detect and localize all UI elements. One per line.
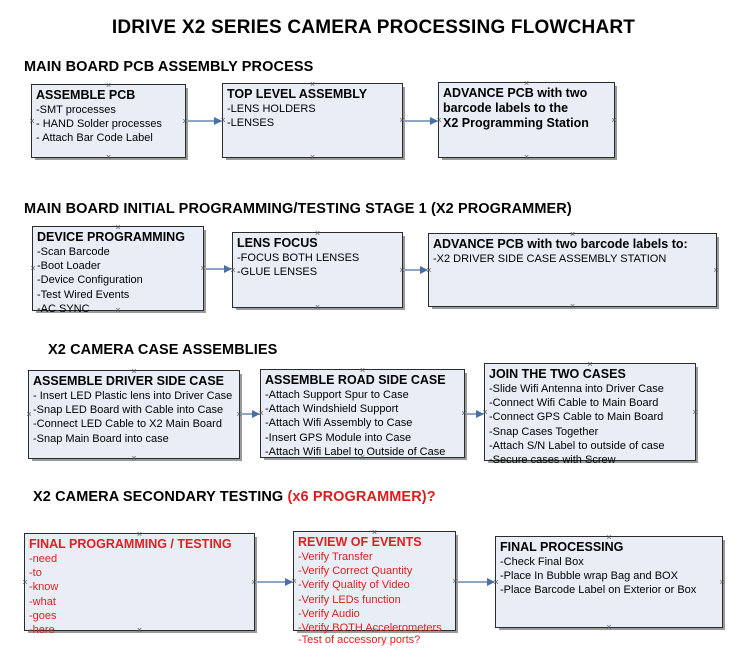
node-item: -what xyxy=(29,595,56,608)
node-item: -here xyxy=(29,624,55,637)
arrow-device-programming-to-lens-focus xyxy=(205,265,232,273)
section-title-main-board-initial-programming: MAIN BOARD INITIAL PROGRAMMING/TESTING S… xyxy=(24,201,572,217)
node-item: -Insert GPS Module into Case xyxy=(265,431,412,444)
node-item: -Snap LED Board with Cable into Case xyxy=(33,404,224,417)
node-lens-focus[interactable]: LENS FOCUS -FOCUS BOTH LENSES -GLUE LENS… xyxy=(232,232,403,308)
arrow-driver-case-to-road-case xyxy=(241,410,260,418)
node-assemble-road-side-case[interactable]: ASSEMBLE ROAD SIDE CASE -Attach Support … xyxy=(260,369,465,458)
node-item: -Attach Wifi Label to Outside of Case xyxy=(265,445,446,458)
connector-handle-bottom[interactable] xyxy=(313,303,322,312)
node-item: barcode labels to the xyxy=(443,101,569,115)
node-item: -SMT processes xyxy=(36,104,116,116)
node-item: -need xyxy=(29,553,58,565)
connector-handle-bottom[interactable] xyxy=(130,454,139,463)
node-item: -Snap Main Board into case xyxy=(33,432,169,445)
section-title-x2-camera-secondary-testing: X2 CAMERA SECONDARY TESTING (x6 PROGRAMM… xyxy=(33,489,436,505)
node-item: -GLUE LENSES xyxy=(237,266,318,279)
node-item: -Verify BOTH Accelerometers xyxy=(298,622,442,635)
node-item: -X2 DRIVER SIDE CASE ASSEMBLY STATION xyxy=(433,253,667,265)
node-advance-pcb-to-driver-side-case[interactable]: ADVANCE PCB with two barcode labels to: … xyxy=(428,233,717,307)
node-item: -Scan Barcode xyxy=(37,246,110,258)
node-header: FINAL PROCESSING xyxy=(500,540,624,554)
node-join-the-two-cases[interactable]: JOIN THE TWO CASES -Slide Wifi Antenna i… xyxy=(484,363,696,466)
node-item: - Insert LED Plastic lens into Driver Ca… xyxy=(33,390,233,402)
arrow-top-level-to-advance-pcb xyxy=(404,117,438,125)
node-item: -Verify LEDs function xyxy=(298,593,401,606)
section-title-text: MAIN BOARD PCB ASSEMBLY PROCESS xyxy=(24,59,314,75)
node-item: -Boot Loader xyxy=(37,260,101,273)
node-header: ASSEMBLE PCB xyxy=(36,88,136,102)
arrow-review-of-events-to-final-processing xyxy=(457,578,495,586)
node-item-overflow: -Test of accessory ports? xyxy=(298,634,421,646)
node-item: -Connect LED Cable to X2 Main Board xyxy=(33,418,222,431)
connector-handle-bottom[interactable] xyxy=(104,153,113,162)
section-title-text: X2 CAMERA CASE ASSEMBLIES xyxy=(48,342,278,358)
node-final-processing[interactable]: FINAL PROCESSING -Check Final Box -Place… xyxy=(495,536,723,628)
node-item: -to xyxy=(29,567,42,580)
node-item: -FOCUS BOTH LENSES xyxy=(237,252,360,264)
page-title: IDRIVE X2 SERIES CAMERA PROCESSING FLOWC… xyxy=(111,17,636,38)
node-item: -goes xyxy=(29,609,57,622)
node-item: -Place Barcode Label on Exterior or Box xyxy=(500,584,697,597)
node-review-of-events[interactable]: REVIEW OF EVENTS -Verify Transfer -Verif… xyxy=(293,531,456,646)
node-item: -Check Final Box xyxy=(500,556,584,568)
node-header: FINAL PROGRAMMING / TESTING xyxy=(29,537,232,551)
node-header: ADVANCE PCB with two xyxy=(443,86,588,100)
arrow-lens-focus-to-advance-pcb xyxy=(404,266,428,274)
node-item: -Verify Audio xyxy=(298,607,360,620)
node-header: JOIN THE TWO CASES xyxy=(489,367,626,381)
node-item: -Test Wired Events xyxy=(37,288,130,301)
node-item: -Snap Cases Together xyxy=(489,425,599,438)
node-advance-pcb-to-programming-station[interactable]: ADVANCE PCB with two barcode labels to t… xyxy=(438,82,615,158)
node-item: - Attach Bar Code Label xyxy=(36,132,153,145)
node-item: -Connect GPS Cable to Main Board xyxy=(489,411,664,424)
connector-handle-bottom[interactable] xyxy=(605,623,614,632)
node-final-programming-testing[interactable]: FINAL PROGRAMMING / TESTING -need -to -k… xyxy=(24,533,255,636)
node-item: -Slide Wifi Antenna into Driver Case xyxy=(489,383,664,395)
connector-handle-bottom[interactable] xyxy=(308,153,317,162)
node-item: -Attach Support Spur to Case xyxy=(265,389,409,401)
node-item: -Verify Quality of Video xyxy=(298,579,410,592)
node-item: -LENS HOLDERS xyxy=(227,103,316,115)
node-item: X2 Programming Station xyxy=(443,116,589,130)
section-title-highlight: (x6 PROGRAMMER)? xyxy=(287,489,436,505)
node-item: -Secure cases with Screw xyxy=(489,454,616,467)
node-item: -Attach S/N Label to outside of case xyxy=(489,439,665,452)
node-header: ASSEMBLE ROAD SIDE CASE xyxy=(265,373,446,387)
node-header: REVIEW OF EVENTS xyxy=(298,535,422,549)
section-title-x2-camera-case-assemblies: X2 CAMERA CASE ASSEMBLIES xyxy=(48,342,277,358)
section-title-text: X2 CAMERA SECONDARY TESTING xyxy=(33,489,288,505)
node-item: - HAND Solder processes xyxy=(36,118,162,131)
node-header: ASSEMBLE DRIVER SIDE CASE xyxy=(33,374,225,388)
node-item: -know xyxy=(29,581,59,594)
arrow-assemble-pcb-to-top-level xyxy=(187,117,222,125)
node-item: -AC SYNC xyxy=(37,302,90,315)
node-item: -Place In Bubble wrap Bag and BOX xyxy=(500,570,678,583)
node-item: -Attach Windshield Support xyxy=(265,403,399,416)
node-header: LENS FOCUS xyxy=(237,236,318,250)
node-assemble-pcb[interactable]: ASSEMBLE PCB -SMT processes - HAND Solde… xyxy=(31,84,186,158)
connector-handle-bottom[interactable] xyxy=(522,153,531,162)
node-item: -LENSES xyxy=(227,117,275,130)
node-assemble-driver-side-case[interactable]: ASSEMBLE DRIVER SIDE CASE - Insert LED P… xyxy=(28,370,240,459)
connector-handle-bottom[interactable] xyxy=(568,302,577,311)
node-header: DEVICE PROGRAMMING xyxy=(37,230,185,244)
node-header: ADVANCE PCB with two barcode labels to: xyxy=(433,237,688,251)
arrow-final-programming-to-review-of-events xyxy=(256,578,293,586)
node-header: TOP LEVEL ASSEMBLY xyxy=(227,87,368,101)
arrow-road-case-to-join-cases xyxy=(466,410,484,418)
node-item: -Device Configuration xyxy=(37,274,143,287)
node-item: -Connect Wifi Cable to Main Board xyxy=(489,397,659,410)
node-item: -Verify Correct Quantity xyxy=(298,565,413,578)
section-title-text: MAIN BOARD INITIAL PROGRAMMING/TESTING S… xyxy=(24,201,572,217)
node-top-level-assembly[interactable]: TOP LEVEL ASSEMBLY -LENS HOLDERS -LENSES xyxy=(222,83,403,158)
node-item: -Attach Wifi Assembly to Case xyxy=(265,417,413,430)
node-item: -Verify Transfer xyxy=(298,551,373,563)
connector-handle-right[interactable] xyxy=(712,266,721,275)
section-title-main-board-pcb-assembly: MAIN BOARD PCB ASSEMBLY PROCESS xyxy=(24,59,313,75)
node-device-programming[interactable]: DEVICE PROGRAMMING -Scan Barcode -Boot L… xyxy=(32,226,204,315)
